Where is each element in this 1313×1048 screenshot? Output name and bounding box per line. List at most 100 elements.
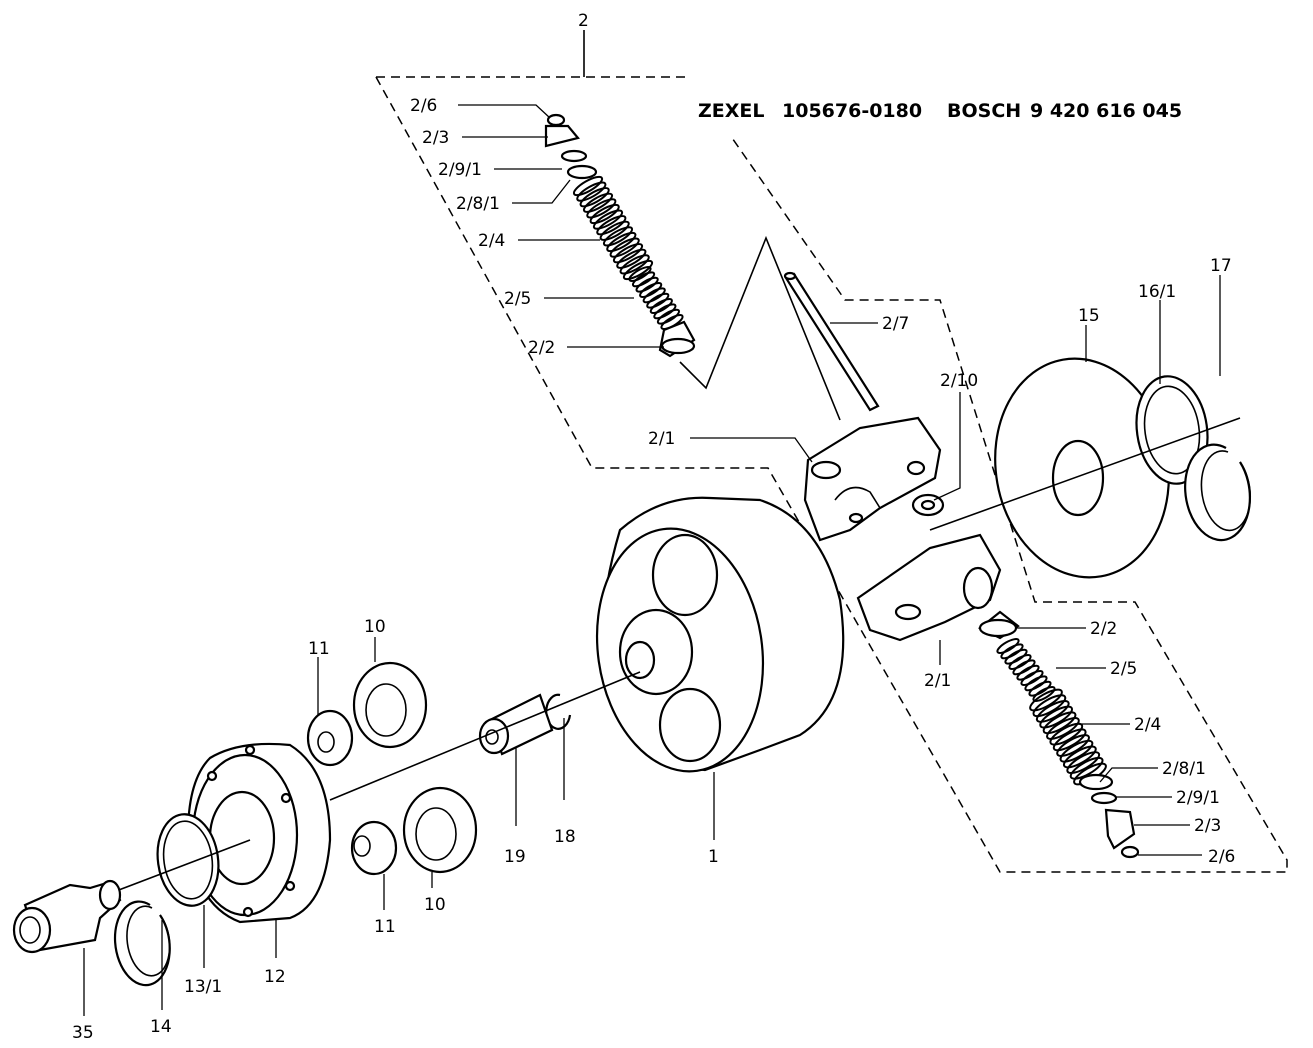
spring-coil: [572, 175, 604, 197]
governor-housing: [595, 496, 845, 773]
weight-10-lower-inner: [415, 807, 457, 861]
bushing-19-end: [478, 717, 510, 755]
weight-10-upper-inner: [365, 683, 407, 737]
coupling-end: [12, 906, 52, 954]
bosch-part-number: 9 420 616 045: [1030, 100, 1182, 122]
spring-coil: [1028, 680, 1052, 697]
flyweight-upper: [803, 416, 942, 542]
bush-11-upper: [306, 709, 354, 767]
flange-hub: [208, 790, 276, 886]
flyweight-lower-bore: [962, 566, 994, 610]
label-18: 18: [554, 827, 576, 847]
label-14: 14: [150, 1017, 172, 1037]
flange-12: [186, 742, 332, 924]
spring-coil: [649, 298, 673, 314]
label-10-bottom: 10: [424, 895, 446, 915]
coupling-bore: [19, 916, 41, 944]
flange-bolt-hole: [206, 770, 218, 782]
spring-coil: [589, 203, 620, 225]
label-19: 19: [504, 847, 526, 867]
spring-coil: [631, 271, 656, 288]
spring-coil: [1008, 654, 1032, 670]
label-2-1-bottom: 2/1: [924, 671, 951, 691]
label-2-5-top: 2/5: [504, 289, 531, 309]
circlip-14-inner: [126, 905, 171, 977]
spring-coil: [1049, 722, 1084, 746]
label-2: 2: [578, 11, 589, 31]
spring-coil: [653, 303, 677, 320]
spring-coil: [1035, 699, 1070, 723]
zexel-part-number: 105676-0180: [782, 100, 922, 122]
spring-coil: [576, 181, 607, 202]
label-2-9-1-bottom: 2/9/1: [1176, 788, 1220, 808]
spring-coil: [1059, 739, 1094, 763]
label-11-bottom: 11: [374, 917, 396, 937]
guide-pin: [783, 271, 880, 412]
center-axis-right: [929, 417, 1241, 531]
inner-spring-bottom: [996, 638, 1056, 702]
flyweight-lower: [856, 533, 1002, 642]
label-2-6-top: 2/6: [410, 96, 437, 116]
label-15: 15: [1078, 306, 1100, 326]
spring-coil: [642, 287, 666, 304]
spring-coil: [1032, 686, 1056, 702]
valve-cap-top: [546, 113, 566, 127]
spring-seat-top: [544, 124, 580, 148]
shim-bottom: [1078, 773, 1114, 791]
label-2-1-top: 2/1: [648, 429, 675, 449]
spring-seat-bottom: [1104, 808, 1136, 850]
spring-coil: [1024, 675, 1048, 692]
inner-spring-top: [628, 266, 684, 330]
spring-coil: [592, 209, 624, 230]
label-2-2-top: 2/2: [528, 338, 555, 358]
spring-coil: [622, 259, 654, 281]
cover-disc: [994, 357, 1170, 579]
washer-bottom: [1090, 791, 1118, 805]
spring-coil: [1042, 711, 1077, 735]
label-1: 1: [708, 847, 719, 867]
weight-assembly-upper: [306, 661, 428, 767]
spring-coil: [646, 292, 670, 309]
housing-port-top: [651, 533, 719, 617]
flyweight-upper-stud: [810, 460, 842, 480]
spring-coil: [579, 187, 610, 208]
spring-coil: [602, 226, 634, 247]
flyweight-upper-cutout: [834, 486, 881, 509]
spring-coil: [612, 243, 644, 264]
circlip-17-inner: [1200, 450, 1252, 532]
valve-spring-top: [572, 175, 654, 281]
label-2-3-top: 2/3: [422, 128, 449, 148]
spring-coil: [635, 276, 659, 293]
shim-ring: [1135, 375, 1209, 485]
bushing-19: [478, 693, 554, 756]
label-2-3-bottom: 2/3: [1194, 816, 1221, 836]
spring-coil: [1012, 659, 1036, 676]
spring-coil: [628, 266, 652, 282]
ring-13-1: [156, 813, 220, 907]
zigzag-guide-line: [679, 235, 841, 421]
label-10-top: 10: [364, 617, 386, 637]
group-outline-path: [375, 76, 1288, 873]
spring-coil: [1056, 734, 1090, 757]
spring-coil: [1052, 728, 1087, 752]
weight-10-upper: [352, 661, 428, 749]
spring-coil: [619, 254, 650, 275]
assembly-2-outline: [375, 30, 1288, 873]
flange-bolt-hole: [242, 906, 254, 918]
housing-hub-bore: [624, 640, 656, 680]
leader-2-10: [933, 392, 961, 501]
spring-coil: [1029, 688, 1063, 712]
spring-coil: [582, 192, 614, 213]
coupling-neck: [98, 879, 122, 911]
shim-ring-inner: [1143, 385, 1201, 475]
spring-coil: [596, 215, 627, 236]
part-number-header: ZEXEL 105676-0180 BOSCH 9 420 616 045: [698, 100, 1182, 122]
spring-coil: [996, 638, 1020, 654]
housing-port-bottom: [658, 687, 722, 763]
flyweight-upper-body: [803, 416, 942, 542]
spring-coil: [639, 282, 663, 298]
shim-top: [566, 164, 598, 180]
flyweight-lower-stud: [894, 603, 922, 621]
label-2-6-bottom: 2/6: [1208, 847, 1235, 867]
